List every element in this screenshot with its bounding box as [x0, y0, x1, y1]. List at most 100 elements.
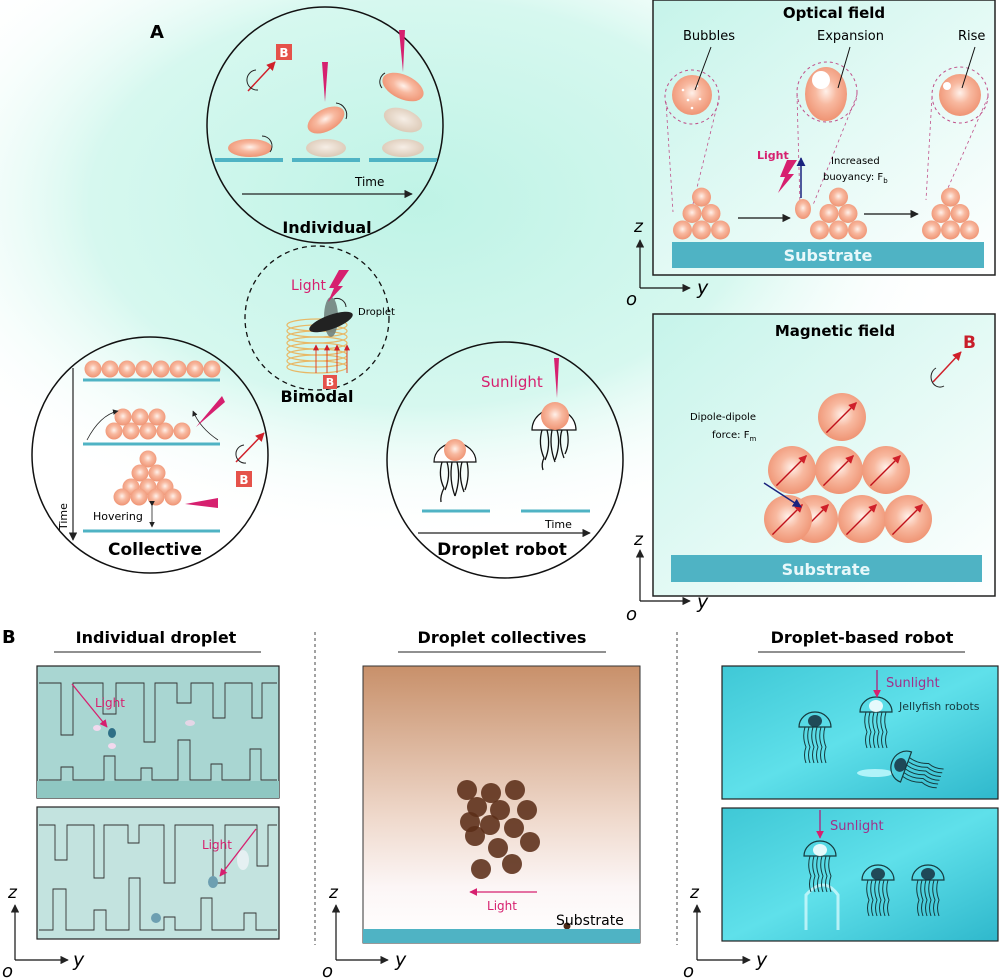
rotation-arrow-icon	[379, 72, 386, 89]
droplet	[490, 800, 510, 820]
individual-droplet-title: Individual droplet	[76, 628, 237, 647]
droplet-based-robot-title: Droplet-based robot	[771, 628, 954, 647]
droplet	[701, 203, 721, 223]
droplet	[130, 488, 148, 506]
droplet	[139, 422, 157, 440]
droplet	[457, 780, 477, 800]
axis-y-label: y	[755, 949, 768, 971]
droplet	[692, 187, 711, 207]
axes-b1: z y o	[2, 883, 85, 978]
panel-a-label: A	[150, 22, 164, 43]
droplet	[460, 812, 480, 832]
b-badge-label: B	[326, 376, 334, 389]
droplet	[151, 913, 161, 923]
b-badge	[276, 44, 292, 60]
dipole-label: Dipole-dipole	[690, 412, 756, 423]
droplet-label: Droplet	[358, 307, 395, 318]
droplet	[950, 203, 970, 223]
jellyfish-robot-icon	[890, 750, 944, 789]
axis-z-label: z	[328, 883, 339, 903]
buoyancy-label-2: buoyancy: Fb	[823, 172, 888, 185]
individual-droplet-panel: Individual droplet Light Light	[36, 628, 280, 940]
droplet	[481, 783, 501, 803]
droplet	[156, 422, 174, 440]
collective-circle: Hovering Time B Collective	[31, 336, 269, 574]
axis-o-label: o	[626, 604, 637, 625]
time-label: Time	[354, 175, 384, 189]
b-badge-label: B	[279, 46, 288, 60]
axis-o-label: o	[683, 961, 694, 978]
photo-robot-top	[721, 665, 999, 800]
droplet	[488, 838, 508, 858]
droplet	[505, 780, 525, 800]
axes-magnetic: z y o	[626, 530, 709, 625]
time-label: Time	[57, 503, 70, 531]
light-label: Light	[202, 838, 232, 852]
rotation-arrow-icon	[930, 367, 945, 388]
sunlight-label: Sunlight	[481, 373, 543, 391]
jellyfish-robot-icon	[861, 864, 895, 917]
droplet	[84, 360, 102, 378]
droplet	[520, 832, 540, 852]
optical-field-title: Optical field	[783, 4, 885, 22]
dipole-arrow	[891, 504, 923, 536]
substrate	[672, 242, 984, 268]
light-label: Light	[95, 696, 125, 710]
lightning-icon	[778, 160, 797, 193]
droplet	[131, 408, 149, 426]
dipole-arrow	[825, 402, 857, 434]
droplet	[504, 818, 524, 838]
droplet	[382, 72, 424, 102]
droplet	[208, 876, 218, 888]
jellyfish-icon	[531, 402, 577, 471]
droplet	[711, 220, 730, 240]
dipole-arrow	[775, 455, 807, 487]
axis-z-label: z	[633, 217, 644, 237]
droplet	[113, 488, 131, 506]
droplet-shadow	[383, 107, 423, 133]
droplet	[307, 106, 345, 134]
photo-top	[36, 665, 280, 799]
droplet-robot-circle: Sunlight Time Droplet robot	[386, 341, 624, 579]
b-field-arrow-icon	[247, 61, 276, 92]
droplet-with-bubbles	[672, 75, 712, 115]
droplet	[941, 187, 960, 207]
substrate	[671, 555, 982, 582]
axes-b2: z y o	[322, 883, 407, 978]
droplet	[131, 464, 149, 482]
rise-label: Rise	[958, 29, 985, 44]
droplet	[152, 360, 170, 378]
droplet	[147, 488, 165, 506]
droplet-horizontal	[309, 311, 353, 333]
droplet	[203, 360, 221, 378]
b-badge	[236, 471, 252, 487]
droplet	[922, 220, 941, 240]
bubbles-label: Bubbles	[683, 29, 735, 44]
dipole-arrow	[771, 504, 803, 536]
axis-y-label: y	[696, 277, 709, 299]
droplet	[931, 203, 951, 223]
droplet	[148, 408, 166, 426]
b-label: B	[963, 333, 976, 353]
droplet-expanded	[795, 199, 811, 219]
droplet-robot-title: Droplet robot	[437, 540, 567, 560]
dipole-force-arrow	[763, 482, 802, 508]
time-label: Time	[544, 518, 572, 531]
dipole-arrow	[845, 504, 877, 536]
light-arrow	[71, 683, 108, 728]
b-field-arrow-icon	[235, 432, 265, 463]
droplet	[148, 464, 166, 482]
droplet	[502, 854, 522, 874]
droplet	[810, 220, 829, 240]
light-beam-icon	[322, 62, 328, 102]
sunlight-label: Sunlight	[830, 819, 884, 834]
photo-robot-bottom	[721, 807, 999, 942]
axis-y-label: y	[72, 949, 85, 971]
rotation-arrow-icon	[335, 102, 348, 120]
collective-title: Collective	[108, 540, 202, 560]
light-beam-icon	[185, 498, 218, 508]
bimodal-title: Bimodal	[280, 387, 353, 406]
droplet	[819, 203, 839, 223]
droplet	[467, 797, 487, 817]
